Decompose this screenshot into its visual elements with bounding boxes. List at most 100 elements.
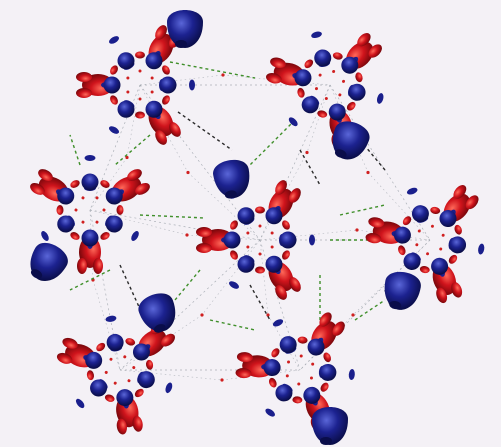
blue-cap-body <box>213 159 250 198</box>
ring-dot <box>132 366 136 370</box>
red-lobe-arm <box>289 188 301 203</box>
outer-blue-lobe <box>272 319 284 327</box>
ring-dot <box>104 370 108 374</box>
mesh-line <box>119 369 223 381</box>
blue-atom <box>279 231 297 249</box>
hydrogen-bond-line <box>69 269 111 291</box>
red-bond-lobe <box>70 232 80 240</box>
ring-dot <box>258 224 262 228</box>
ring-dot <box>95 220 99 224</box>
blue-cap-body <box>312 407 348 445</box>
ring-dot <box>417 229 421 233</box>
hydrogen-bond-line <box>177 111 233 151</box>
red-lobe-arm <box>30 183 45 195</box>
molecule <box>235 312 355 432</box>
ring-dot <box>299 354 303 358</box>
red-bond-lobe <box>282 250 290 260</box>
blue-cap-notch <box>389 300 402 310</box>
blue-atom <box>137 371 155 389</box>
mesh-line <box>306 84 331 153</box>
mesh-node-dot <box>200 313 204 317</box>
red-lobe-arm <box>332 321 345 336</box>
blue-cap-notch <box>334 149 347 158</box>
ring-dot <box>113 381 117 385</box>
red-bond-lobe <box>323 352 332 363</box>
red-bond-lobe <box>255 206 265 214</box>
ring-dot <box>297 382 301 386</box>
blue-atom <box>307 338 325 356</box>
red-lobe-arm <box>275 180 287 195</box>
blue-cap-lobes <box>30 10 421 445</box>
blue-atom <box>145 52 163 70</box>
ring-dot <box>150 90 154 94</box>
blue-atom <box>431 257 449 275</box>
red-bond-lobe <box>116 205 124 216</box>
mesh-node-dot <box>366 170 370 175</box>
blue-atom <box>279 336 297 354</box>
red-bond-lobe <box>398 245 406 256</box>
mesh-line <box>126 84 141 158</box>
red-lobe-arm <box>235 368 252 379</box>
red-bond-lobe <box>162 65 170 75</box>
mesh-line <box>89 209 261 241</box>
blue-cap-notch <box>175 40 187 48</box>
red-bond-lobe <box>70 180 80 188</box>
red-lobe-arm <box>275 285 287 300</box>
blue-atom <box>449 236 467 254</box>
hydrogen-bond-line <box>69 134 81 166</box>
mesh-line <box>259 229 358 241</box>
blue-atom <box>439 210 457 228</box>
outer-blue-lobe <box>309 234 315 246</box>
red-oxygen-lobe <box>268 180 301 219</box>
red-lobe-arm <box>132 415 143 432</box>
outer-blue-lobe <box>105 315 117 322</box>
hydrogen-bond-line <box>249 284 271 321</box>
mesh-node-dot <box>125 155 129 160</box>
blue-atom <box>341 56 359 74</box>
red-bond-lobe <box>100 180 110 188</box>
blue-cap-lobe <box>167 10 203 48</box>
mesh-node-dot <box>185 233 189 237</box>
blue-atom <box>237 207 255 225</box>
red-bond-lobe <box>96 342 106 352</box>
red-bond-lobe <box>230 220 238 230</box>
ring-dot <box>126 90 130 94</box>
blue-cap-lobe <box>384 271 421 310</box>
molecule <box>266 31 384 149</box>
outer-blue-lobe <box>265 408 275 417</box>
ring-dot <box>318 73 322 77</box>
blue-atom <box>275 384 293 402</box>
ring-dot <box>150 76 154 80</box>
blue-cap-lobe <box>138 293 176 333</box>
mesh-node-dot <box>220 378 224 382</box>
red-lobe-arm <box>289 277 301 292</box>
hydrogen-bond-line <box>174 269 201 301</box>
blue-cap-notch <box>224 190 237 199</box>
red-bond-lobe <box>255 266 265 274</box>
red-bond-lobe <box>346 101 356 111</box>
blue-atom <box>265 255 283 273</box>
red-lobe-arm <box>436 287 448 304</box>
red-bond-lobe <box>282 220 290 230</box>
hydrogen-bond-line <box>249 119 296 166</box>
mesh-node-dot <box>305 150 309 155</box>
red-bond-lobe <box>332 52 343 60</box>
ring-dot <box>415 243 419 247</box>
blue-atom <box>85 351 103 369</box>
red-bond-lobe <box>304 59 314 69</box>
red-bond-lobe <box>430 206 441 215</box>
ring-dot <box>314 87 318 91</box>
red-bond-lobe <box>355 72 363 83</box>
blue-cap-body <box>138 293 176 332</box>
red-lobe-arm <box>56 352 73 364</box>
red-lobe-arm <box>266 72 282 84</box>
ring-dot <box>270 231 274 235</box>
mesh-line <box>119 239 261 371</box>
outer-blue-lobe <box>84 154 96 161</box>
ring-dot <box>95 196 99 200</box>
red-bond-lobe <box>86 370 95 381</box>
ring-dot <box>426 252 430 256</box>
red-bond-lobe <box>100 232 110 240</box>
outer-blue-lobe <box>165 382 173 394</box>
outer-blue-lobe <box>109 126 119 134</box>
